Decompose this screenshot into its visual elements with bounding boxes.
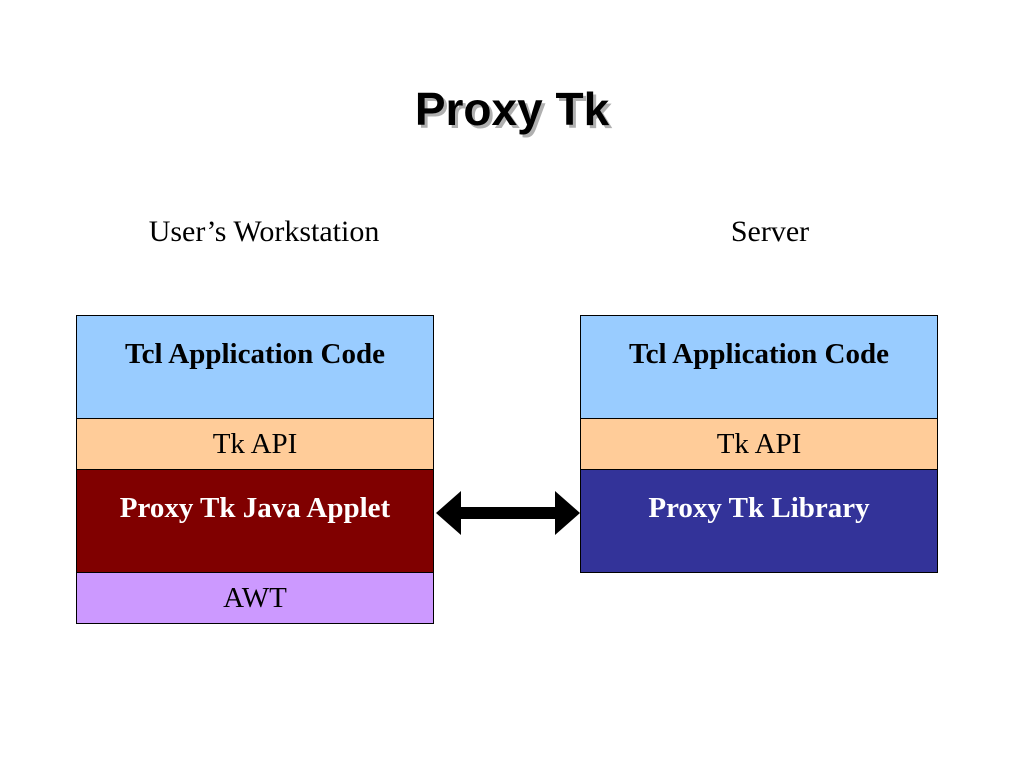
server-tk-api: Tk API: [580, 418, 938, 470]
workstation-tk-api: Tk API: [76, 418, 434, 470]
slide-title: Proxy Tk: [414, 83, 610, 135]
awt-layer: AWT: [76, 572, 434, 624]
server-stack: Tcl Application Code Tk API Proxy Tk Lib…: [580, 315, 938, 573]
workstation-label: User’s Workstation: [148, 215, 380, 248]
server-label: Server: [730, 215, 810, 248]
workstation-stack: Tcl Application Code Tk API Proxy Tk Jav…: [76, 315, 434, 624]
proxy-tk-java-applet: Proxy Tk Java Applet: [76, 469, 434, 573]
proxy-tk-library: Proxy Tk Library: [580, 469, 938, 573]
server-tcl-application-code: Tcl Application Code: [580, 315, 938, 419]
workstation-tcl-application-code: Tcl Application Code: [76, 315, 434, 419]
double-headed-arrow-icon: [436, 491, 580, 535]
